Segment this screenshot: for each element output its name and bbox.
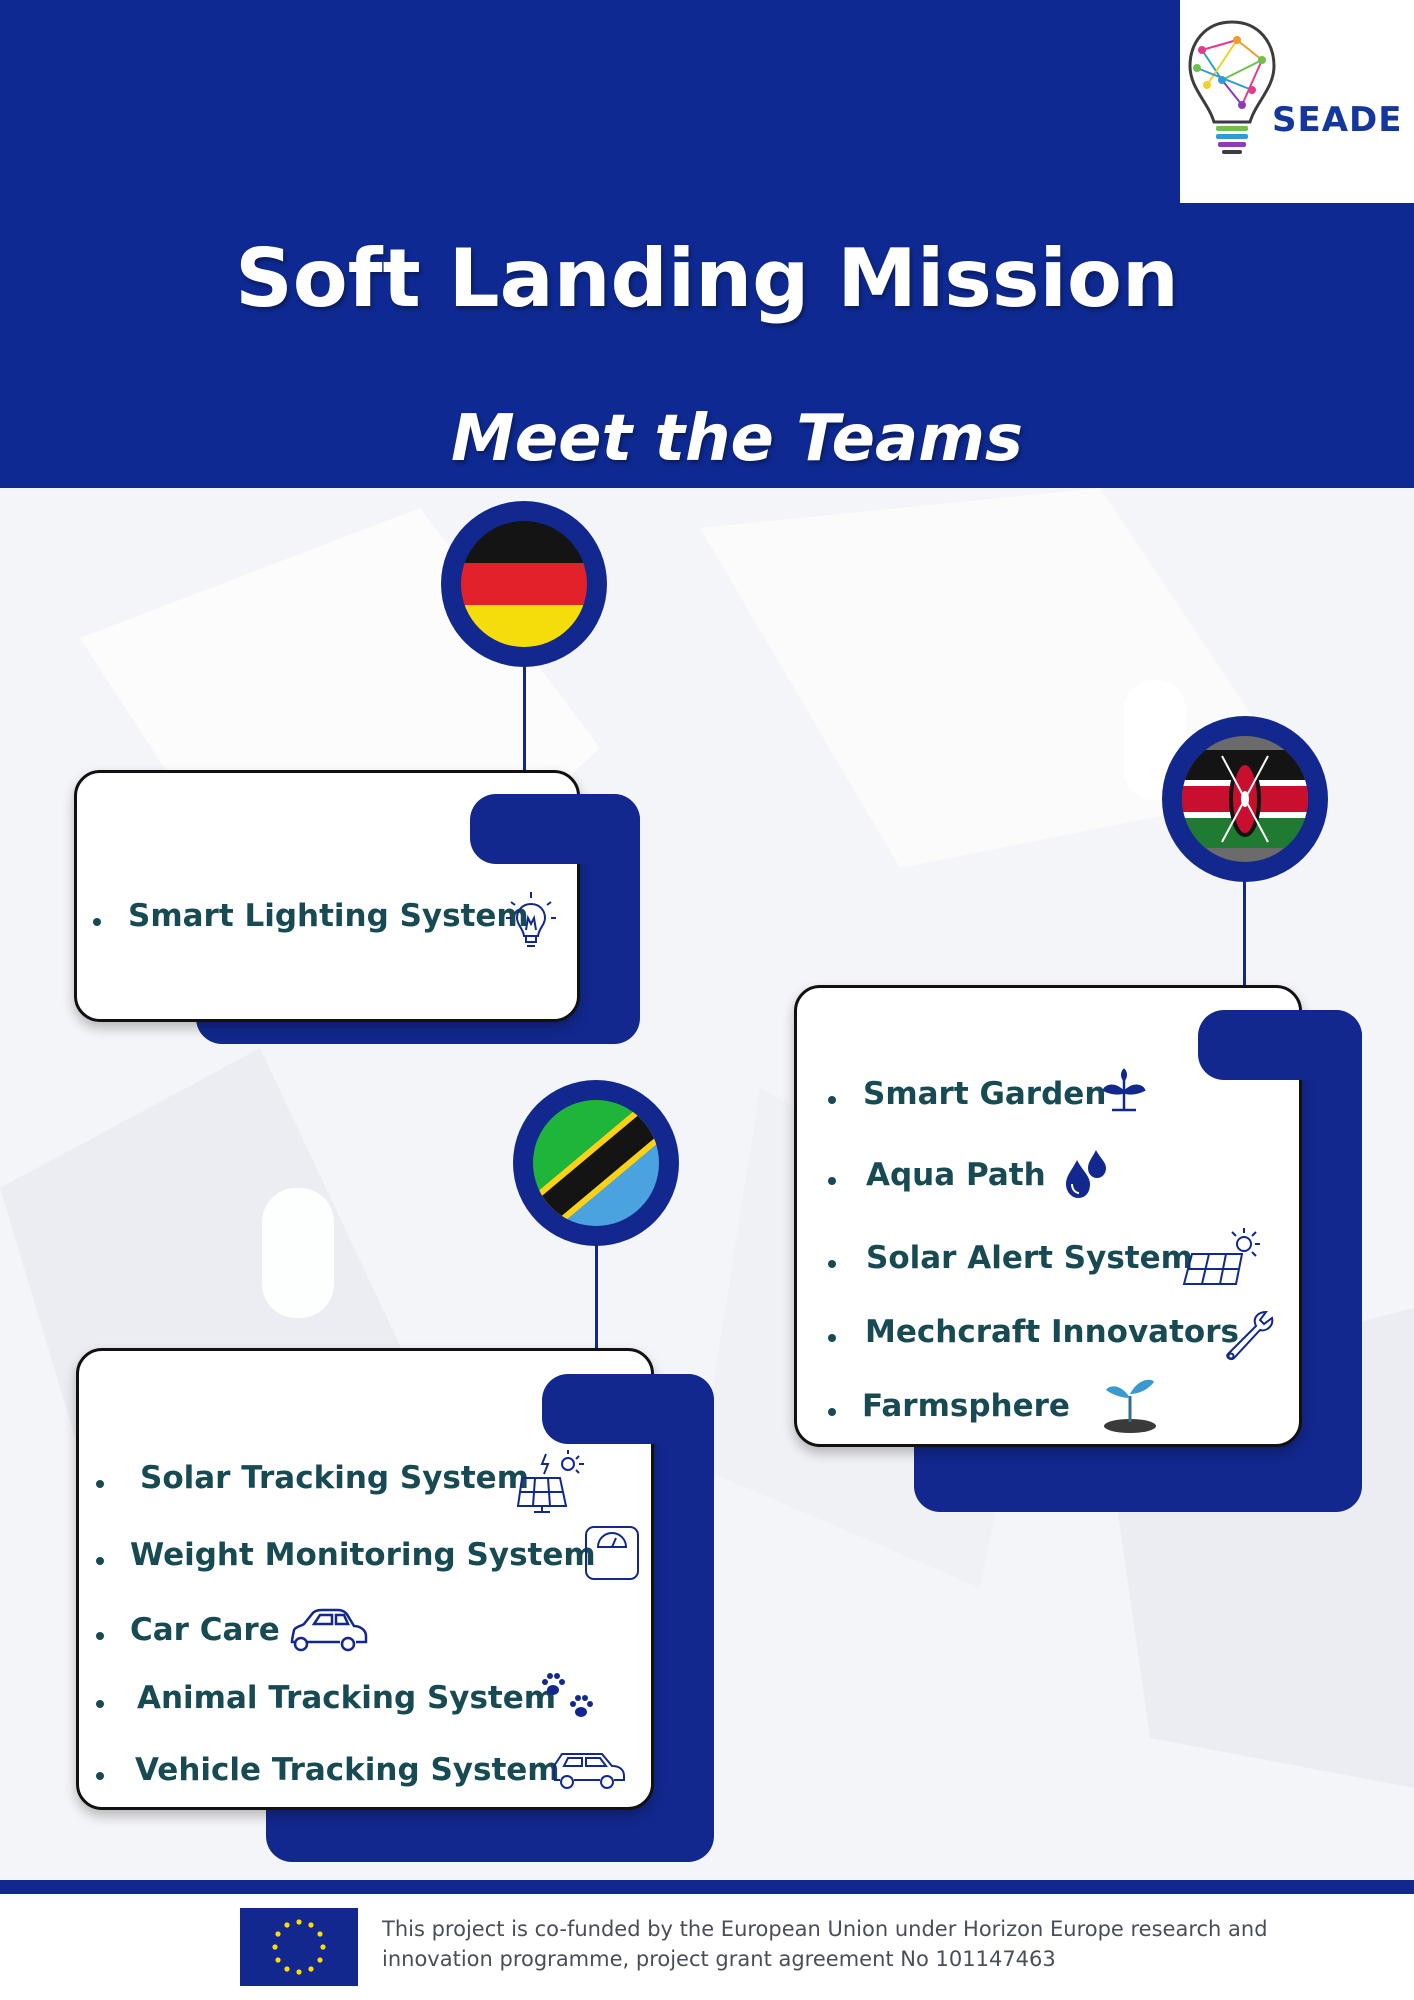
- suv-icon: [553, 1753, 625, 1789]
- bullet: [96, 1480, 104, 1488]
- logo-text: SEADE: [1272, 100, 1403, 140]
- team-item-label: Vehicle Tracking System: [135, 1752, 560, 1788]
- tanzania-flag-icon: [533, 1100, 659, 1226]
- kenya-flag: [1162, 716, 1328, 882]
- solar-panel-icon: [516, 1450, 584, 1513]
- germany-flag-icon: [461, 521, 587, 647]
- team-item-label: Smart Lighting System: [128, 898, 529, 934]
- water-drops-icon: [1066, 1150, 1106, 1198]
- seade-logo: SEADE: [1180, 0, 1414, 203]
- team-item-farmsphere: Farmsphere: [862, 1388, 1070, 1424]
- team-item-solar-alert: Solar Alert System: [866, 1240, 1193, 1276]
- page-subtitle: Meet the Teams: [451, 402, 1023, 476]
- germany-flag: [441, 501, 607, 667]
- germany-card-tab: [470, 794, 640, 864]
- header: SEADE Soft Landing Mission Meet the Team…: [0, 0, 1414, 488]
- funding-notice: This project is co-funded by the Europea…: [382, 1914, 1342, 1974]
- bullet: [96, 1557, 104, 1565]
- bullet: [93, 918, 101, 926]
- kenya-connector: [1243, 880, 1246, 1010]
- team-item-label: Car Care: [130, 1612, 280, 1648]
- bullet: [96, 1772, 104, 1780]
- funding-notice-line1: This project is co-funded by the Europea…: [382, 1917, 1268, 1941]
- team-item-label: Weight Monitoring System: [130, 1537, 596, 1573]
- team-item-smart-lighting: Smart Lighting System: [128, 898, 529, 934]
- bullet: [828, 1177, 836, 1185]
- team-item-weight-monitoring: Weight Monitoring System: [130, 1537, 596, 1573]
- paw-icon: [542, 1673, 593, 1717]
- germany-connector: [523, 666, 526, 796]
- team-item-label: Solar Tracking System: [140, 1460, 529, 1496]
- wrench-icon: [1226, 1310, 1274, 1361]
- bullet: [828, 1334, 836, 1342]
- bullet: [96, 1632, 104, 1640]
- team-item-animal-tracking: Animal Tracking System: [137, 1680, 556, 1716]
- footer-divider: [0, 1880, 1414, 1894]
- sprout-icon: [1104, 1379, 1156, 1433]
- solar-panel-icon: [1182, 1228, 1260, 1285]
- bullet: [828, 1408, 836, 1416]
- car-icon: [290, 1608, 368, 1652]
- bullet: [828, 1260, 836, 1268]
- lightbulb-logo-icon: [1188, 20, 1276, 154]
- team-item-solar-tracking: Solar Tracking System: [140, 1460, 529, 1496]
- kenya-flag-icon: [1182, 736, 1308, 862]
- team-item-mechcraft: Mechcraft Innovators: [865, 1314, 1239, 1350]
- tanzania-flag: [513, 1080, 679, 1246]
- team-item-label: Solar Alert System: [866, 1240, 1193, 1276]
- scale-icon: [585, 1526, 639, 1580]
- team-item-car-care: Car Care: [130, 1612, 280, 1648]
- team-item-label: Animal Tracking System: [137, 1680, 557, 1716]
- funding-notice-line2: innovation programme, project grant agre…: [382, 1947, 1056, 1971]
- team-item-smart-garden: Smart Garden: [863, 1076, 1106, 1112]
- team-item-vehicle-tracking: Vehicle Tracking System: [135, 1752, 560, 1788]
- eu-flag-icon: [240, 1908, 358, 1986]
- team-item-label: Mechcraft Innovators: [865, 1314, 1239, 1350]
- team-item-label: Farmsphere: [862, 1388, 1070, 1424]
- tanzania-card-tab: [542, 1374, 714, 1444]
- team-item-label: Aqua Path: [866, 1157, 1046, 1193]
- plant-icon: [1102, 1068, 1146, 1112]
- bullet: [96, 1700, 104, 1708]
- kenya-card-tab: [1198, 1010, 1362, 1080]
- team-item-label: Smart Garden: [863, 1076, 1107, 1112]
- bullet: [828, 1096, 836, 1104]
- lightbulb-icon: [506, 892, 556, 947]
- footer: This project is co-funded by the Europea…: [0, 1894, 1414, 2000]
- tanzania-connector: [595, 1245, 598, 1375]
- page-title: Soft Landing Mission: [235, 232, 1179, 325]
- team-item-aqua-path: Aqua Path: [866, 1157, 1046, 1193]
